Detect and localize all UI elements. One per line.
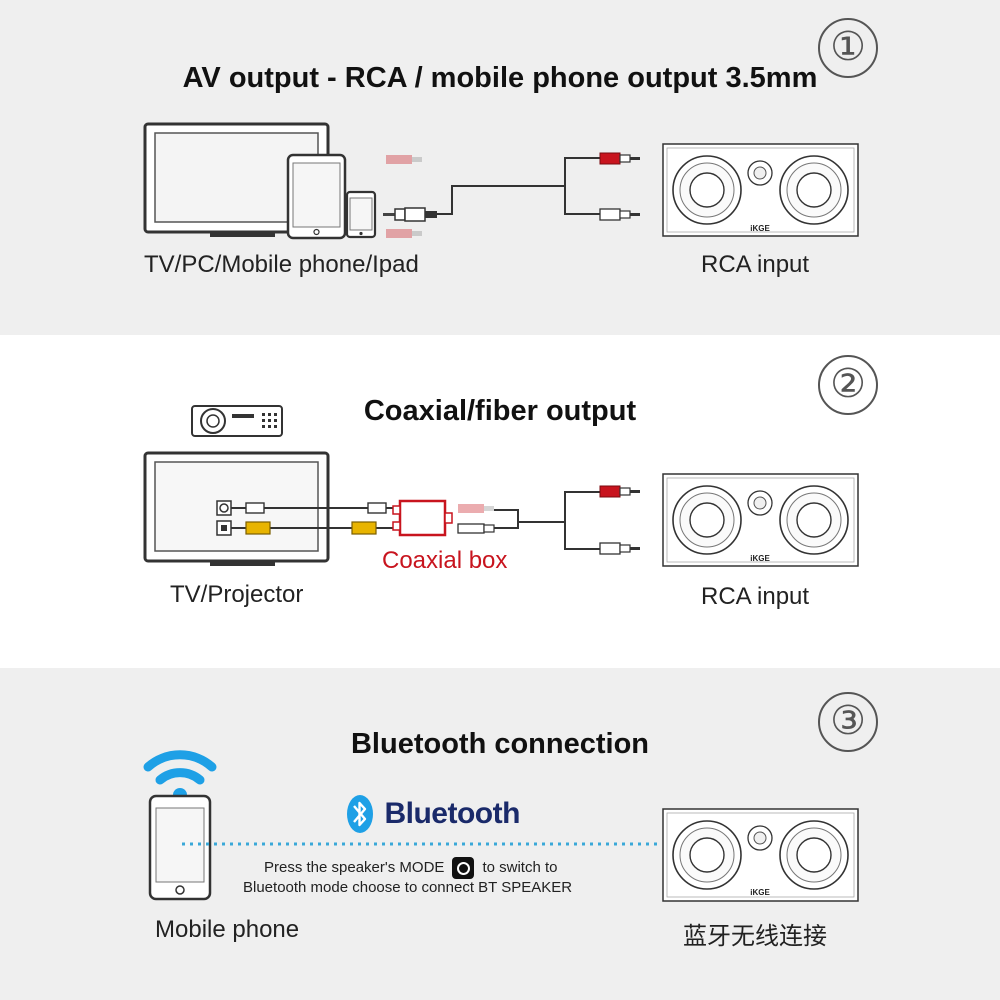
source-label: TV/Projector — [170, 581, 304, 608]
target-label: RCA input — [701, 583, 810, 610]
source-label: TV/PC/Mobile phone/Ipad — [144, 251, 419, 278]
rca-white-plug — [599, 208, 640, 221]
bluetooth-brand-text: Bluetooth — [384, 797, 520, 830]
instruction-line-2: Bluetooth mode choose to connect BT SPEA… — [243, 879, 573, 896]
coaxial-box-label: Coaxial box — [382, 547, 508, 574]
section-number-1: ① — [818, 18, 878, 78]
bluetooth-diagram: iKGE — [143, 750, 859, 902]
coaxial-box-icon — [392, 499, 453, 537]
rca-red-plug — [599, 485, 640, 498]
section-number-3: ③ — [818, 692, 878, 752]
speaker-brand: iKGE — [750, 888, 770, 897]
wireless-signal-icon — [143, 750, 217, 785]
aux-35mm-plug — [383, 207, 437, 222]
section-av-output: ① AV output - RCA / mobile phone output … — [0, 0, 1000, 335]
faded-rca-plugs — [386, 155, 422, 238]
instruction-line-1-start: Press the speaker's MODE — [264, 858, 445, 876]
instruction-line-1-end: to switch to — [482, 858, 558, 876]
mode-button-icon — [452, 857, 475, 879]
speaker-icon — [662, 143, 859, 237]
instruction-line-1: Press the speaker's MODE to switch to — [264, 857, 557, 879]
tv-icon — [143, 451, 330, 566]
target-label: RCA input — [701, 251, 810, 278]
speaker-brand: iKGE — [750, 554, 770, 563]
section-title-1: AV output - RCA / mobile phone output 3.… — [182, 62, 818, 94]
faded-rca-plug — [458, 504, 494, 513]
section-coaxial-output: ② Coaxial/fiber output — [0, 335, 1000, 668]
phone-icon — [345, 190, 377, 239]
section-title-3: Bluetooth connection — [350, 728, 650, 760]
speaker-brand: iKGE — [750, 224, 770, 233]
coaxial-output-diagram: iKGE — [143, 405, 859, 567]
speaker-icon — [662, 808, 859, 902]
source-label: Mobile phone — [155, 916, 300, 943]
av-output-diagram: iKGE — [143, 122, 859, 240]
bluetooth-icon — [347, 795, 373, 833]
target-label: 蓝牙无线连接 — [683, 922, 827, 950]
rca-white-plug — [599, 542, 640, 555]
bluetooth-logo: Bluetooth — [346, 794, 520, 838]
ipad-icon — [286, 153, 347, 240]
projector-icon — [191, 405, 283, 437]
speaker-icon — [662, 473, 859, 567]
rca-red-plug — [599, 152, 640, 165]
section-title-2: Coaxial/fiber output — [363, 395, 637, 427]
section-number-2: ② — [818, 355, 878, 415]
section-bluetooth: ③ Bluetooth connection iK — [0, 668, 1000, 1000]
mobile-phone-icon — [148, 794, 212, 901]
